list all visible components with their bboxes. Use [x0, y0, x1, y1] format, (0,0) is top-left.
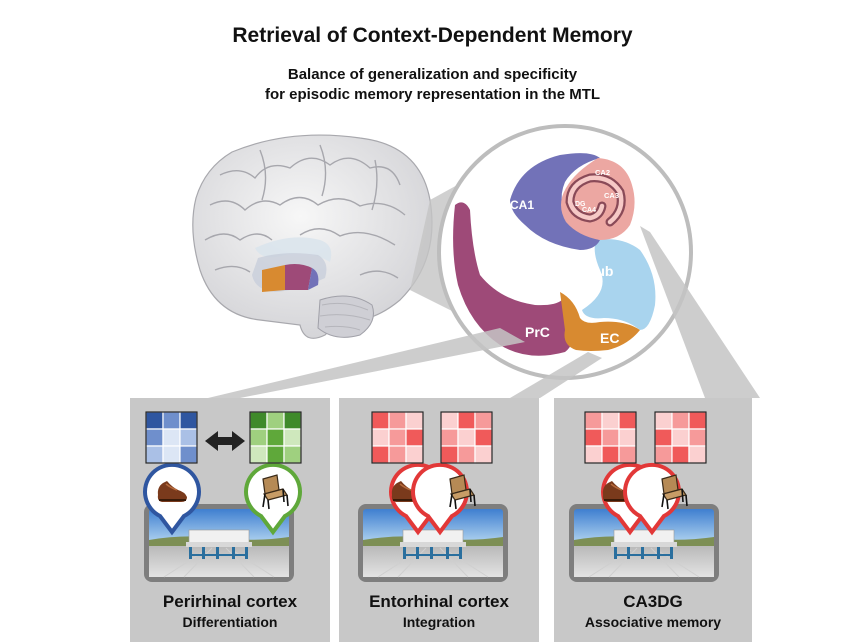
ca3dg-funnel [640, 226, 760, 398]
panel-3-function: Associative memory [584, 614, 722, 630]
brain-icon [192, 134, 433, 339]
matrix-cell [474, 411, 493, 430]
matrix-cell [405, 411, 424, 430]
matrix-icon [145, 411, 198, 464]
matrix-cell [671, 445, 690, 464]
prc-label: PrC [525, 324, 550, 340]
matrix-border [440, 411, 493, 464]
matrix-cell [654, 411, 673, 430]
ca1-label: CA1 [510, 198, 534, 212]
matrix-icon [654, 411, 707, 464]
matrix-cell [371, 445, 390, 464]
matrix-cell [371, 411, 390, 430]
matrix-cell [283, 428, 302, 447]
matrix-cell [249, 445, 268, 464]
matrix-cell [688, 428, 707, 447]
matrix-cell [671, 428, 690, 447]
matrix-cell [584, 445, 603, 464]
panel-2-function: Integration [402, 614, 476, 630]
matrix-cell [388, 428, 407, 447]
matrix-cell [474, 428, 493, 447]
matrix-cell [405, 428, 424, 447]
matrix-cell [584, 411, 603, 430]
matrix-cell [145, 411, 164, 430]
matrix-cell [601, 428, 620, 447]
panel-2-name: Entorhinal cortex [369, 592, 509, 611]
matrix-cell [457, 411, 476, 430]
matrix-cell [584, 428, 603, 447]
ca2-label: CA2 [595, 168, 610, 177]
matrix-cell [283, 411, 302, 430]
matrix-cell [266, 411, 285, 430]
matrix-cell [618, 445, 637, 464]
matrix-border [371, 411, 424, 464]
ca1-region [510, 153, 600, 250]
matrix-cell [249, 411, 268, 430]
panel-1-name: Perirhinal cortex [162, 592, 298, 611]
matrix-cell [457, 445, 476, 464]
matrix-cell [618, 411, 637, 430]
matrix-cell [145, 428, 164, 447]
matrix-cell [388, 411, 407, 430]
matrix-cell [654, 428, 673, 447]
matrix-cell [618, 428, 637, 447]
matrix-cell [474, 445, 493, 464]
matrix-cell [145, 445, 164, 464]
matrix-border [249, 411, 302, 464]
matrix-icon [584, 411, 637, 464]
ec-region [560, 292, 640, 351]
subtitle-line-1: Balance of generalization and specificit… [287, 66, 578, 83]
ec-label: EC [600, 330, 619, 346]
matrix-cell [440, 445, 459, 464]
matrix-cell [654, 445, 673, 464]
matrix-cell [457, 428, 476, 447]
matrix-cell [405, 445, 424, 464]
matrix-cell [688, 411, 707, 430]
matrix-border [654, 411, 707, 464]
matrix-cell [440, 411, 459, 430]
matrix-cell [601, 411, 620, 430]
panel-1-function: Differentiation [182, 614, 278, 630]
pin-blue-shoe [143, 462, 201, 536]
matrix-cell [179, 445, 198, 464]
pin-green-chair [244, 462, 302, 536]
matrix-cell [388, 445, 407, 464]
matrix-cell [249, 428, 268, 447]
panel-3-name: CA3DG [623, 592, 683, 611]
ec-funnel [510, 352, 602, 398]
matrix-border [145, 411, 198, 464]
matrix-icon [440, 411, 493, 464]
matrix-border [584, 411, 637, 464]
matrix-cell [283, 445, 302, 464]
subtitle-line-2: for episodic memory representation in th… [264, 86, 601, 103]
matrix-cell [162, 428, 181, 447]
matrix-cell [371, 428, 390, 447]
matrix-icon [249, 411, 302, 464]
page-title: Retrieval of Context-Dependent Memory [232, 24, 633, 47]
matrix-cell [179, 411, 198, 430]
ca4-label: CA4 [582, 207, 596, 214]
sub-region [582, 239, 656, 330]
matrix-cell [266, 428, 285, 447]
matrix-icon [371, 411, 424, 464]
pin-red-chair [623, 462, 688, 536]
prc-region [453, 202, 578, 356]
sub-label: Sub [587, 263, 613, 279]
matrix-cell [671, 411, 690, 430]
matrix-cell [688, 445, 707, 464]
matrix-cell [179, 428, 198, 447]
double-arrow-icon [205, 431, 245, 451]
pin-red-chair [411, 462, 476, 536]
matrix-cell [440, 428, 459, 447]
matrix-cell [601, 445, 620, 464]
matrix-cell [266, 445, 285, 464]
matrix-cell [162, 445, 181, 464]
prc-funnel [208, 328, 525, 398]
ca3-label: CA3 [604, 191, 619, 200]
dg-label: DG [575, 201, 586, 208]
matrix-cell [162, 411, 181, 430]
